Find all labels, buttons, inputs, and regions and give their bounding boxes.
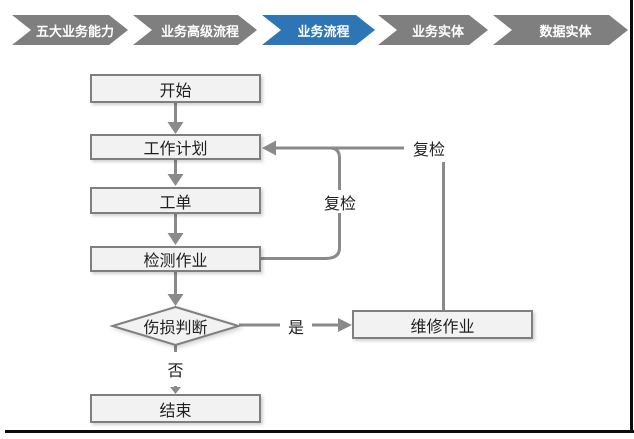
breadcrumb-step-2-label: 业务高级流程 <box>160 24 239 40</box>
arrowhead-into-decision <box>167 294 184 306</box>
breadcrumb-step-5[interactable]: 数据实体 <box>493 15 628 45</box>
edge-label-no: 否 <box>160 352 191 386</box>
node-order: 工单 <box>90 187 261 214</box>
arrowhead-into-end <box>170 387 181 394</box>
arrowhead-into-plan-right <box>262 140 276 156</box>
decision-diamond-shape <box>109 305 242 347</box>
arrowhead-into-inspect <box>167 233 184 245</box>
node-repair: 维修作业 <box>352 310 533 339</box>
node-decision-label: 伤损判断 <box>143 318 208 337</box>
arrowhead-into-order <box>167 174 184 186</box>
frame-bottom-border <box>5 430 634 433</box>
arrowhead-into-plan-top <box>167 122 184 134</box>
breadcrumb-step-2[interactable]: 业务高级流程 <box>133 15 257 45</box>
breadcrumb-step-1[interactable]: 五大业务能力 <box>12 15 128 45</box>
node-start: 开始 <box>90 74 261 103</box>
node-end: 结束 <box>90 394 261 423</box>
edge-label-recheck-repair: 复检 <box>404 134 454 162</box>
arrowhead-into-repair <box>338 318 352 332</box>
node-inspect: 检测作业 <box>90 246 261 272</box>
frame-right-border <box>630 0 633 433</box>
node-plan: 工作计划 <box>90 134 261 160</box>
edge-inspect-recheck-loop <box>261 146 341 260</box>
breadcrumb-step-3-label: 业务流程 <box>297 24 350 40</box>
edge-label-yes: 是 <box>280 314 312 337</box>
breadcrumb-step-1-label: 五大业务能力 <box>35 24 114 40</box>
breadcrumb-step-4-label: 业务实体 <box>411 24 464 40</box>
breadcrumb-step-5-label: 数据实体 <box>539 24 592 40</box>
edge-label-recheck-loop: 复检 <box>321 190 359 213</box>
